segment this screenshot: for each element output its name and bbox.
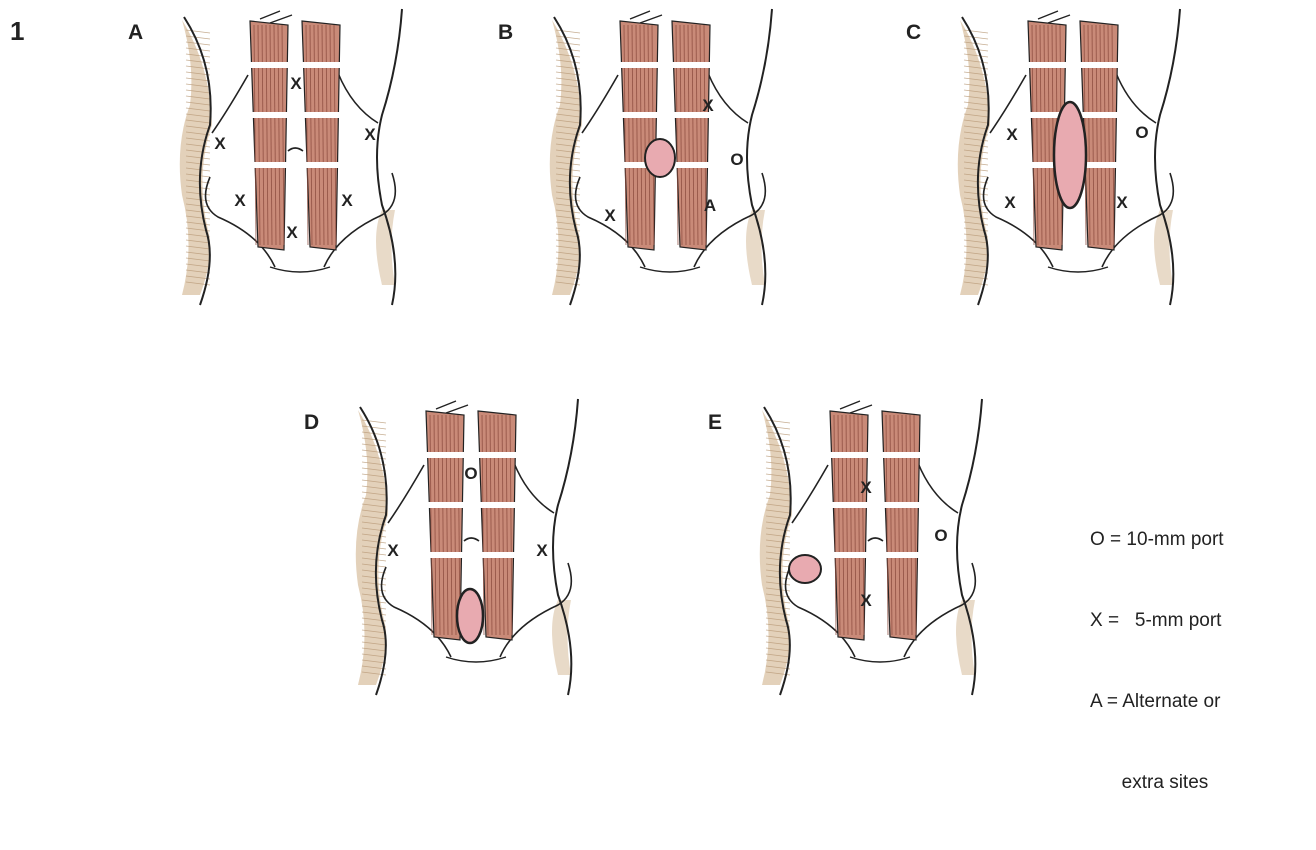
port-mark: O xyxy=(464,464,477,483)
panel-a: A X X X X X X xyxy=(120,5,420,310)
port-mark: O xyxy=(1135,123,1148,142)
port-mark: X xyxy=(214,134,226,153)
port-mark: X xyxy=(604,206,616,225)
panel-e: E X O X xyxy=(700,395,1000,700)
port-mark: X xyxy=(860,478,872,497)
legend-item: X = 5-mm port xyxy=(1090,607,1224,634)
port-mark: X xyxy=(1006,125,1018,144)
incision xyxy=(1054,102,1086,208)
port-mark: A xyxy=(704,196,716,215)
port-mark: X xyxy=(290,74,302,93)
panel-d: D O X X xyxy=(296,395,596,700)
panel-label: C xyxy=(906,21,921,44)
port-mark: O xyxy=(730,150,743,169)
port-mark: X xyxy=(341,191,353,210)
incision xyxy=(645,139,675,177)
legend-item: A = Alternate or xyxy=(1090,688,1224,715)
incision xyxy=(457,589,483,643)
legend-item: extra sites xyxy=(1090,769,1224,796)
panel-label: A xyxy=(128,21,143,44)
panel-label: B xyxy=(498,21,513,44)
port-mark: X xyxy=(1004,193,1016,212)
figure-number: 1 xyxy=(10,16,24,47)
port-mark: X xyxy=(364,125,376,144)
port-mark: X xyxy=(860,591,872,610)
legend-item: O = 10-mm port xyxy=(1090,526,1224,553)
port-mark: O xyxy=(934,526,947,545)
figure: 1 A X X X X X X B X O X A C X O X X D O … xyxy=(0,0,1316,703)
abdomen-illustration xyxy=(180,9,402,305)
abdomen-illustration xyxy=(760,399,982,695)
legend: O = 10-mm port X = 5-mm port A = Alterna… xyxy=(1090,472,1224,850)
port-mark: X xyxy=(286,223,298,242)
incision xyxy=(789,555,821,583)
panel-c: C X O X X xyxy=(898,5,1198,310)
port-mark: X xyxy=(1116,193,1128,212)
port-mark: X xyxy=(387,541,399,560)
port-mark: X xyxy=(536,541,548,560)
panel-label: D xyxy=(304,411,319,434)
port-mark: X xyxy=(702,96,714,115)
port-mark: X xyxy=(234,191,246,210)
panel-b: B X O X A xyxy=(490,5,790,310)
panel-label: E xyxy=(708,411,722,434)
